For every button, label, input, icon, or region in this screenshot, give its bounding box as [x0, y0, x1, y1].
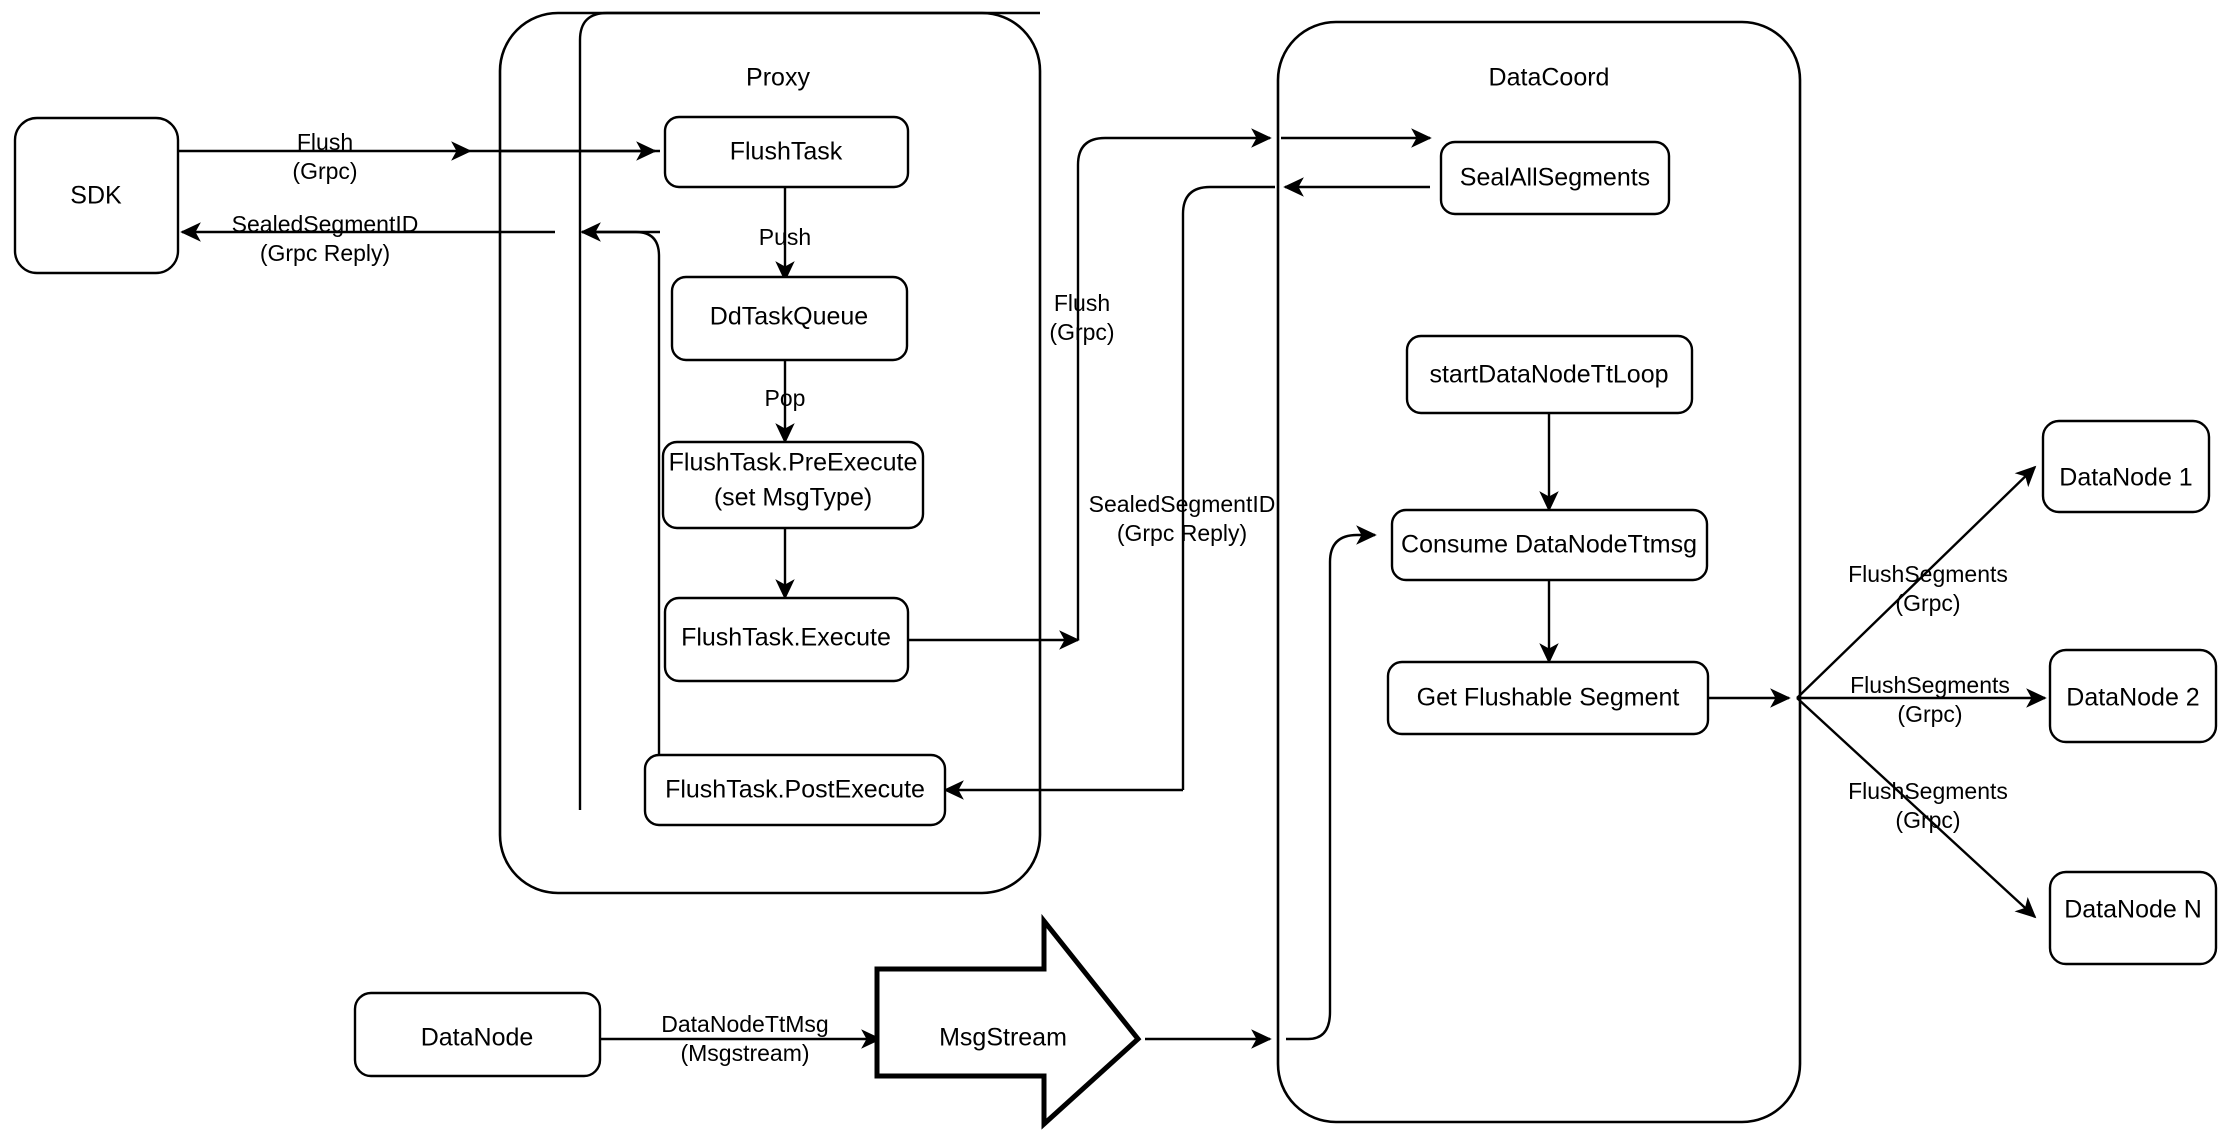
- consume-datanode-ttmsg-rect[interactable]: [1390, 508, 1709, 582]
- flush-segments-n-label-line1: FlushSegments: [1848, 778, 2008, 804]
- node-datanode-1[interactable]: DataNode 1: [2041, 419, 2211, 514]
- flush-segments-1-label-line1: FlushSegments: [1848, 561, 2008, 587]
- flush-segments-2-label-line1: FlushSegments: [1850, 672, 2010, 698]
- msgstream-arrow-shape[interactable]: [874, 913, 1142, 1130]
- edge-datacoord-boundary-to-consume: [1286, 525, 1377, 1041]
- sdk-rect[interactable]: [13, 116, 180, 275]
- proxy-container-title: Proxy: [746, 64, 810, 92]
- sdk-to-proxy-label-line1: Flush: [297, 129, 353, 155]
- edge-label-flush-grpc: Flush (Grpc): [1049, 290, 1114, 345]
- preexecute-label-line1: FlushTask.PreExecute: [669, 449, 918, 477]
- execute-rect[interactable]: [663, 596, 910, 683]
- node-dd-task-queue[interactable]: DdTaskQueue: [670, 275, 909, 362]
- node-flush-task[interactable]: FlushTask: [663, 115, 910, 189]
- node-flush-task-preexecute[interactable]: FlushTask.PreExecute (set MsgType): [661, 440, 925, 530]
- preexecute-label-line2: (set MsgType): [714, 484, 872, 512]
- edge-label-proxy-to-sdk: SealedSegmentID (Grpc Reply): [232, 211, 419, 266]
- sdk-to-proxy-label-line2: (Grpc): [292, 158, 357, 184]
- node-consume-datanode-ttmsg[interactable]: Consume DataNodeTtmsg: [1390, 508, 1709, 582]
- datanode-2-label: DataNode 2: [2066, 684, 2199, 712]
- edge-label-push: Push: [759, 224, 811, 250]
- seal-all-segments-label: SealAllSegments: [1460, 164, 1650, 192]
- edge-label-flush-segments-1: FlushSegments (Grpc): [1848, 561, 2008, 616]
- edge-sealedsegmentid-down: [1181, 185, 1275, 790]
- flush-grpc-label-line1: Flush: [1054, 290, 1110, 316]
- edge-label-sdk-to-proxy: Flush (Grpc): [292, 129, 357, 184]
- datanode-n-label: DataNode N: [2064, 896, 2202, 924]
- proxy-to-sdk-label-line2: (Grpc Reply): [260, 240, 390, 266]
- flush-segments-1-label-line2: (Grpc): [1895, 590, 1960, 616]
- node-get-flushable-segment[interactable]: Get Flushable Segment: [1386, 660, 1710, 736]
- edge-proxy-left-vertical-top: [578, 11, 1040, 232]
- get-flushable-segment-rect[interactable]: [1386, 660, 1710, 736]
- get-flushable-segment-label: Get Flushable Segment: [1417, 684, 1680, 712]
- node-datanode-2[interactable]: DataNode 2: [2048, 648, 2218, 744]
- datanode-1-rect[interactable]: [2041, 419, 2211, 514]
- node-seal-all-segments[interactable]: SealAllSegments: [1439, 140, 1671, 216]
- edge-fanout-to-datanode-1: [1796, 465, 2037, 699]
- postexecute-label: FlushTask.PostExecute: [665, 776, 925, 804]
- edge-label-datanode-ttmsg: DataNodeTtMsg (Msgstream): [661, 1011, 828, 1066]
- node-flush-task-postexecute[interactable]: FlushTask.PostExecute: [643, 753, 947, 827]
- edge-label-flush-segments-2: FlushSegments (Grpc): [1850, 672, 2010, 727]
- sdk-label: SDK: [70, 182, 122, 210]
- consume-datanode-ttmsg-label: Consume DataNodeTtmsg: [1401, 531, 1697, 559]
- datacoord-container-title: DataCoord: [1489, 64, 1610, 92]
- edge-fanout-to-datanode-n: [1796, 697, 2037, 919]
- edge-flush-grpc-to-datacoord: [1076, 128, 1272, 640]
- push-label: Push: [759, 224, 811, 250]
- sealedsegmentid-grpc-label-line2: (Grpc Reply): [1117, 520, 1247, 546]
- flush-grpc-label-line2: (Grpc): [1049, 319, 1114, 345]
- proxy-to-sdk-label-line1: SealedSegmentID: [232, 211, 419, 237]
- datanode-2-rect[interactable]: [2048, 648, 2218, 744]
- datanode-ttmsg-label-line2: (Msgstream): [680, 1040, 809, 1066]
- start-datanode-tt-loop-rect[interactable]: [1405, 334, 1694, 415]
- flush-task-rect[interactable]: [663, 115, 910, 189]
- dd-task-queue-rect[interactable]: [670, 275, 909, 362]
- preexecute-rect[interactable]: [661, 440, 925, 530]
- datanode-1-label: DataNode 1: [2059, 464, 2192, 492]
- edge-label-sealedsegmentid-grpc: SealedSegmentID (Grpc Reply): [1089, 491, 1276, 546]
- datanode-n-rect[interactable]: [2048, 870, 2218, 966]
- start-datanode-tt-loop-label: startDataNodeTtLoop: [1429, 361, 1668, 389]
- edge-label-pop: Pop: [765, 385, 806, 411]
- node-start-datanode-tt-loop[interactable]: startDataNodeTtLoop: [1405, 334, 1694, 415]
- flush-task-label: FlushTask: [730, 138, 843, 166]
- postexecute-rect[interactable]: [643, 753, 947, 827]
- edge-label-flush-segments-n: FlushSegments (Grpc): [1848, 778, 2008, 833]
- edge-postexecute-return-corner: [582, 230, 661, 257]
- datanode-bottom-label: DataNode: [421, 1024, 534, 1052]
- node-datanode-bottom[interactable]: DataNode: [353, 991, 602, 1078]
- node-msgstream[interactable]: MsgStream: [874, 913, 1142, 1130]
- pop-label: Pop: [765, 385, 806, 411]
- datanode-ttmsg-label-line1: DataNodeTtMsg: [661, 1011, 828, 1037]
- datanode-bottom-rect[interactable]: [353, 991, 602, 1078]
- execute-label: FlushTask.Execute: [681, 624, 891, 652]
- dd-task-queue-label: DdTaskQueue: [710, 303, 868, 331]
- seal-all-segments-rect[interactable]: [1439, 140, 1671, 216]
- flush-segments-2-label-line2: (Grpc): [1897, 701, 1962, 727]
- msgstream-label: MsgStream: [939, 1024, 1067, 1052]
- node-flush-task-execute[interactable]: FlushTask.Execute: [663, 596, 910, 683]
- sealedsegmentid-grpc-label-line1: SealedSegmentID: [1089, 491, 1276, 517]
- flush-segments-n-label-line2: (Grpc): [1895, 807, 1960, 833]
- node-datanode-n[interactable]: DataNode N: [2048, 870, 2218, 966]
- node-sdk[interactable]: SDK: [13, 116, 180, 275]
